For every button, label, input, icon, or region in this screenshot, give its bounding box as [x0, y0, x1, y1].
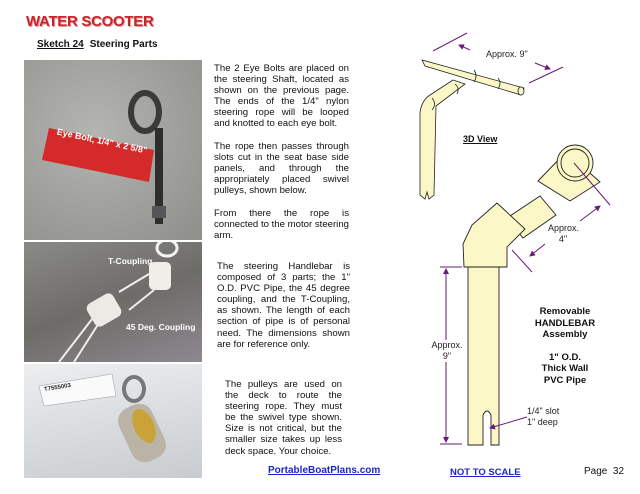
assembly-label: Removable HANDLEBAR Assembly 1" O.D. Thi… — [525, 306, 605, 386]
t-coupling-label: T-Coupling — [108, 256, 153, 266]
assembly-line: HANDLEBAR — [534, 317, 596, 329]
paragraph-handlebar: The steering Handlebar is composed of 3 … — [217, 261, 350, 350]
pulley-image — [38, 373, 166, 463]
dimension-9-line1: Approx. — [431, 340, 463, 350]
document-title: WATER SCOOTER — [26, 13, 154, 30]
assembly-line: Removable — [539, 306, 591, 317]
page-number: Page 32 — [584, 466, 625, 477]
handlebar-assembly-drawing — [462, 144, 601, 446]
paragraph-motor: From there the rope is connected to the … — [214, 208, 349, 242]
3d-view-drawing — [419, 59, 525, 200]
assembly-line: Assembly — [542, 329, 588, 340]
dimension-9-label: Approx.9" — [430, 340, 464, 362]
website-link[interactable]: PortableBoatPlans.com — [268, 465, 381, 476]
couplings-image — [58, 242, 179, 362]
paragraph-rope: The rope then passes through slots cut i… — [214, 141, 349, 197]
dimension-4-line1: Approx. — [548, 223, 580, 233]
sketch-title: Steering Parts — [89, 39, 158, 50]
pipe-spec-line: 1" O.D. — [549, 351, 581, 363]
not-to-scale-note: NOT TO SCALE — [450, 467, 521, 478]
3d-view-label: 3D View — [463, 134, 498, 144]
45-deg-coupling-label: 45 Deg. Coupling — [126, 322, 196, 332]
dimension-9-line2: 9" — [442, 351, 452, 361]
pipe-spec-line: PVC Pipe — [543, 374, 587, 386]
paragraph-pulleys: The pulleys are used on the deck to rout… — [225, 379, 342, 457]
dimension-4-line2: 4" — [558, 234, 568, 244]
pulley-photo: T7555003 — [24, 364, 202, 478]
slot-line1: 1/4" slot — [527, 406, 560, 416]
pipe-spec-line: Thick Wall — [541, 363, 589, 374]
eye-bolt-photo: Eye Bolt, 1/4" x 2 5/8" — [24, 60, 202, 240]
sketch-number: Sketch 24 — [37, 39, 84, 50]
eye-bolt-image — [42, 90, 166, 224]
couplings-photo: T-Coupling 45 Deg. Coupling — [24, 242, 202, 362]
paragraph-eye-bolts: The 2 Eye Bolts are placed on the steeri… — [214, 63, 349, 130]
top-dimension-label: Approx. 9" — [486, 49, 528, 59]
sketch-heading: Sketch 24 Steering Parts — [37, 39, 158, 50]
slot-line2: 1" deep — [527, 417, 558, 427]
dimension-4-label: Approx.4" — [548, 223, 580, 245]
